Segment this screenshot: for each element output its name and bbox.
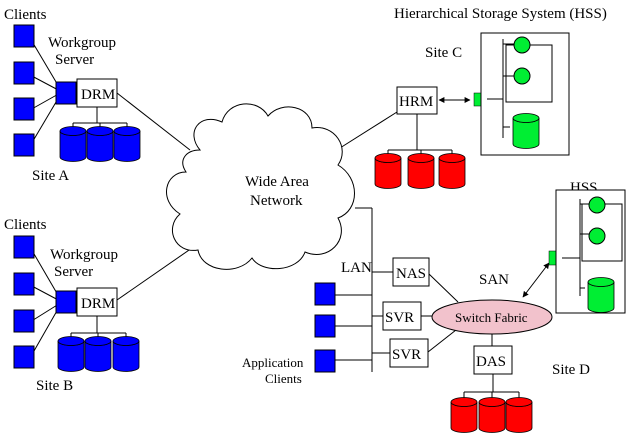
wan-link-b	[116, 247, 193, 301]
hss-d-disk	[587, 277, 615, 313]
wan-label-line1: Wide Area	[245, 174, 309, 190]
wan-label-line2: Network	[250, 193, 303, 209]
site-d: LAN Application Clients NAS SVR SVR Swit…	[242, 180, 626, 433]
switch-fabric	[431, 299, 553, 335]
disk-array-a	[59, 126, 141, 162]
san-label: SAN	[479, 272, 509, 288]
svr1-label: SVR	[385, 310, 414, 326]
tape-reel-icon	[588, 227, 606, 245]
hrm-label: HRM	[399, 94, 433, 110]
workgroup-a-label: Workgroup	[48, 35, 116, 51]
hrm-box	[396, 86, 438, 115]
site-a-label: Site A	[32, 168, 69, 184]
app-clients-label-line2: Clients	[265, 371, 302, 386]
disk-cap	[59, 126, 87, 136]
client-computer	[13, 345, 35, 369]
client-computer	[13, 272, 35, 296]
nas-box	[392, 257, 430, 287]
lan-label: LAN	[341, 260, 372, 276]
tape-reel-icon	[513, 36, 531, 54]
workgroup-server-a	[55, 81, 77, 105]
wan-link-c	[339, 111, 398, 149]
disk-cap	[86, 126, 114, 136]
hss-title: Hierarchical Storage System (HSS)	[394, 6, 607, 22]
disk-cap	[587, 277, 615, 287]
server-b-label: Server	[54, 264, 93, 280]
client-computer	[13, 97, 35, 121]
client-computer	[13, 133, 35, 157]
svr2-label: SVR	[392, 347, 421, 363]
disk-array-d	[450, 397, 533, 433]
site-c-label: Site C	[425, 45, 462, 61]
site-d-label: Site D	[552, 362, 590, 378]
drm-a-label: DRM	[81, 87, 115, 103]
hss-c-disk	[512, 113, 540, 149]
wide-area-network-cloud	[166, 103, 355, 270]
disk-cap	[374, 153, 402, 163]
site-c: Hierarchical Storage System (HSS) Site C…	[374, 6, 607, 189]
disk-array-b	[57, 336, 140, 372]
disk-cap	[84, 336, 112, 346]
drm-b-label: DRM	[81, 296, 115, 312]
clients-b-label: Clients	[4, 217, 47, 233]
disk-cap	[505, 397, 533, 407]
client-computer	[13, 309, 35, 333]
disk-cap	[113, 126, 141, 136]
das-box	[473, 345, 513, 375]
san-hss-link	[522, 262, 550, 298]
app-clients-label-line1: Application	[242, 355, 304, 370]
client-computer	[13, 24, 35, 48]
disk-cap	[512, 113, 540, 123]
workgroup-server-b	[55, 290, 77, 314]
drm-a-box	[76, 78, 118, 108]
application-client	[314, 349, 336, 373]
client-computer	[13, 61, 35, 85]
application-client	[314, 314, 336, 338]
clients-a-label: Clients	[4, 7, 47, 23]
switch-fabric-label: Switch Fabric	[455, 310, 528, 325]
disk-array-c	[374, 153, 466, 189]
tape-reel-icon	[513, 67, 531, 85]
das-label: DAS	[476, 354, 506, 370]
application-client	[314, 282, 336, 306]
drm-b-box	[76, 287, 118, 317]
nas-label: NAS	[396, 266, 426, 282]
site-a: Clients Workgroup Server DRM Site A	[4, 7, 141, 184]
disk-cap	[112, 336, 140, 346]
site-b-label: Site B	[36, 378, 73, 394]
svr-box-2	[389, 338, 429, 368]
wan-link-a	[116, 92, 191, 151]
tape-reel-icon	[588, 196, 606, 214]
disk-cap	[57, 336, 85, 346]
disk-cap	[450, 397, 478, 407]
disk-cap	[407, 153, 435, 163]
client-computer	[13, 235, 35, 259]
disk-cap	[478, 397, 506, 407]
workgroup-b-label: Workgroup	[50, 247, 118, 263]
server-a-label: Server	[55, 52, 94, 68]
disk-cap	[438, 153, 466, 163]
site-b: Clients Workgroup Server DRM Site B	[4, 217, 140, 394]
